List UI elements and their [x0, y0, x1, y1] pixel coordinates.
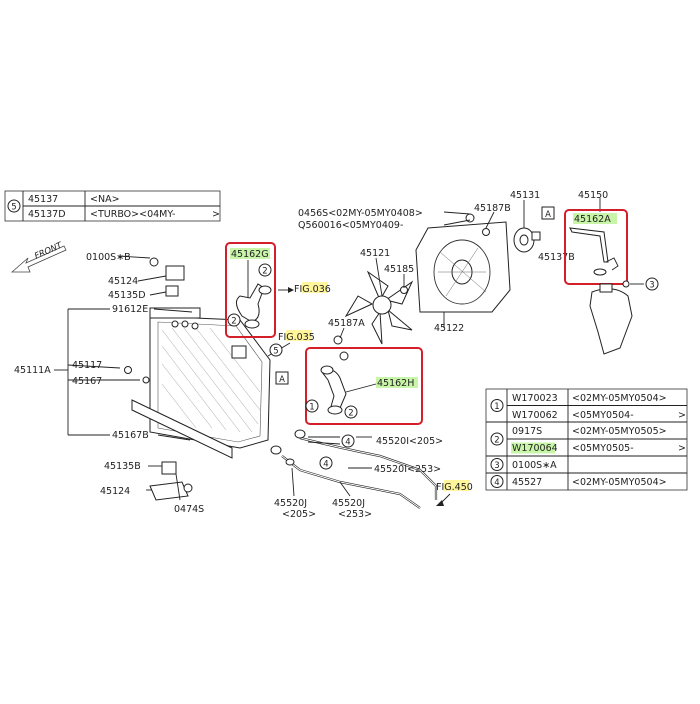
- callout-4: [341, 434, 355, 448]
- ref-box-A: [541, 206, 555, 220]
- legend-note: <NA>: [90, 194, 120, 205]
- part-45162H: 45162H: [377, 378, 414, 389]
- label-45520J: 45520J: [274, 498, 307, 509]
- mount-bracket-top: [149, 257, 185, 297]
- hose-45162H: [321, 369, 347, 411]
- label-45124: 45124: [108, 276, 138, 287]
- legend-note: <05MY0505-: [572, 443, 634, 454]
- label-0100SB: 0100S∗B: [86, 252, 131, 263]
- label-45150: 45150: [578, 190, 608, 201]
- label-45520J: 45520J: [332, 498, 365, 509]
- label-0474S: 0474S: [174, 504, 204, 515]
- legend-callout-5: [7, 199, 21, 213]
- callout-1: [305, 399, 319, 413]
- front-arrow: FRONT: [10, 240, 67, 273]
- legend-part: 45137: [28, 194, 58, 205]
- part-45162A: 45162A: [574, 214, 611, 225]
- legend-note-close: >: [678, 443, 686, 454]
- legend-note-close: >: [678, 410, 686, 421]
- legend-part: 45137D: [28, 209, 66, 220]
- legend-note: <TURBO><04MY-: [90, 209, 175, 220]
- label-45520I-253: 45520I<253>: [374, 464, 441, 475]
- callout-2-label: 2: [348, 409, 353, 419]
- callout-2-label: 2: [231, 317, 236, 327]
- callout-5-label: 5: [273, 347, 278, 357]
- legend-part: 0917S: [512, 426, 542, 437]
- part-45162G: 45162G: [231, 249, 269, 260]
- callout-2-label: 2: [262, 267, 267, 277]
- label-45121: 45121: [360, 248, 390, 259]
- highlight-box-45162H: [305, 347, 423, 425]
- callout-5: [269, 343, 283, 357]
- label-45131: 45131: [510, 190, 540, 201]
- label-45167: 45167: [72, 376, 102, 387]
- label-0456S: 0456S<02MY-05MY0408>: [298, 208, 423, 219]
- fan-blade: [344, 270, 414, 345]
- label-Q560016: Q560016<05MY0409-: [298, 220, 403, 231]
- legend-callout-1: 1: [494, 402, 499, 412]
- legend-note: <02MY-05MY0504>: [572, 393, 667, 404]
- label-253: <253>: [338, 509, 372, 520]
- ref-box-A: [275, 371, 289, 385]
- front-label: FRONT: [33, 240, 64, 261]
- reservoir-tank: [589, 288, 633, 355]
- legend-callout-5-label: 5: [11, 203, 16, 213]
- legend-part: W170023: [512, 393, 558, 404]
- label-45117: 45117: [72, 360, 102, 371]
- fig-ref-450[interactable]: FIG.450: [436, 482, 473, 493]
- legend-note-close: >: [212, 209, 220, 220]
- highlight-box-45162G: [225, 242, 276, 338]
- callout-3-label: 3: [649, 281, 654, 291]
- label-45520I-205: 45520I<205>: [376, 436, 443, 447]
- legend-note: <02MY-05MY0504>: [572, 477, 667, 488]
- legend-note: <02MY-05MY0505>: [572, 426, 667, 437]
- label-45124: 45124: [100, 486, 130, 497]
- callout-2: [344, 405, 358, 419]
- legend-callout-2: 2: [494, 436, 499, 446]
- highlight-45162H: [376, 377, 418, 388]
- hose-45162A: [569, 227, 609, 263]
- legend-callout-4: 4: [494, 478, 499, 488]
- label-45135B: 45135B: [104, 461, 141, 472]
- highlight-45162A: [573, 213, 617, 224]
- legend-note: <05MY0504-: [572, 410, 634, 421]
- seal-strip: [131, 399, 233, 459]
- label-45137B: 45137B: [538, 252, 575, 263]
- legend-top: 5 45137 <NA> 45137D <TURBO><04MY- >: [4, 190, 221, 222]
- fan-motor: [513, 227, 541, 253]
- label-45122: 45122: [434, 323, 464, 334]
- highlight-box-45162A: [564, 209, 628, 285]
- label-91612E: 91612E: [112, 304, 148, 315]
- fig-ref-036[interactable]: FIG.036: [294, 284, 331, 295]
- label-45135D: 45135D: [108, 290, 146, 301]
- radiator-cap: [231, 345, 247, 359]
- callout-2: [227, 313, 241, 327]
- fan-shroud: [415, 221, 511, 313]
- label-45111A: 45111A: [14, 365, 51, 376]
- label-45185: 45185: [384, 264, 414, 275]
- callout-4-label: 4: [323, 460, 328, 470]
- highlight-45162G: [230, 248, 270, 259]
- ref-box-A-label: A: [279, 375, 285, 385]
- callout-3: [645, 277, 659, 291]
- ref-box-A-label: A: [545, 210, 551, 220]
- label-45187A: 45187A: [328, 318, 365, 329]
- legend-callout-3: 3: [494, 461, 499, 471]
- label-45187B: 45187B: [474, 203, 511, 214]
- callout-2: [258, 263, 272, 277]
- callout-4: [319, 456, 333, 470]
- label-205: <205>: [282, 509, 316, 520]
- legend-bottom: 1 W170023 <02MY-05MY0504> W170062 <05MY0…: [485, 388, 688, 491]
- callout-1-label: 1: [309, 403, 314, 413]
- legend-part: 0100S∗A: [512, 460, 557, 471]
- fig-ref-035[interactable]: FIG.035: [278, 332, 315, 343]
- legend-part: 45527: [512, 477, 542, 488]
- legend-part: W170062: [512, 410, 558, 421]
- legend-part-highlight: W170064: [512, 443, 558, 454]
- callout-4-label: 4: [345, 438, 350, 448]
- label-45167B: 45167B: [112, 430, 149, 441]
- mount-bracket-bottom: [149, 461, 193, 501]
